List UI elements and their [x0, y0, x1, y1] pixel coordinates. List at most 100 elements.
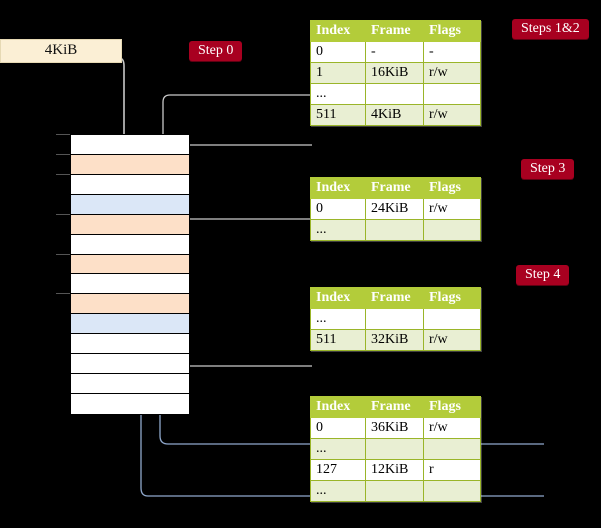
- cell-index: ...: [310, 83, 366, 105]
- cell-index: ...: [310, 308, 366, 330]
- table-row: ...: [310, 83, 481, 105]
- badge-steps-1-2: Steps 1&2: [512, 19, 589, 39]
- cell-flags: r: [423, 459, 481, 481]
- col-header-flags: Flags: [423, 287, 481, 309]
- cell-flags: [423, 219, 481, 241]
- virtual-page-label: 4KiB: [44, 42, 78, 58]
- cell-frame: [365, 308, 424, 330]
- cell-index: 127: [310, 459, 366, 481]
- cell-flags: r/w: [423, 417, 481, 439]
- cell-frame: [365, 83, 424, 105]
- badge-step-4: Step 4: [516, 265, 570, 285]
- cell-flags: r/w: [423, 329, 481, 351]
- cell-frame: -: [365, 41, 424, 63]
- memory-cell: [71, 214, 189, 235]
- cell-frame: 24KiB: [365, 198, 424, 220]
- memory-cell: [71, 254, 189, 275]
- col-header-index: Index: [310, 20, 366, 42]
- cell-frame: 12KiB: [365, 459, 424, 481]
- cell-index: 0: [310, 198, 366, 220]
- physical-memory-column: [70, 134, 190, 415]
- cell-frame: 36KiB: [365, 417, 424, 439]
- wire-l2-to-memory: [182, 218, 312, 250]
- col-header-flags: Flags: [423, 177, 481, 199]
- memory-tick: [56, 213, 70, 215]
- table-header-row: Index Frame Flags: [310, 177, 481, 199]
- memory-cell: [71, 234, 189, 255]
- col-header-index: Index: [310, 287, 366, 309]
- memory-cell: [71, 294, 189, 315]
- cell-index: 511: [310, 329, 366, 351]
- memory-tick: [56, 153, 70, 155]
- memory-cell: [71, 314, 189, 335]
- col-header-index: Index: [310, 396, 366, 418]
- badge-step-3-label: Step 3: [530, 161, 566, 176]
- cell-index: 511: [310, 104, 366, 126]
- table-header-row: Index Frame Flags: [310, 396, 481, 418]
- cell-index: ...: [310, 219, 366, 241]
- cell-index: ...: [310, 480, 366, 502]
- badge-step-0: Step 0: [189, 41, 243, 61]
- memory-cell: [71, 354, 189, 375]
- cell-frame: 16KiB: [365, 62, 424, 84]
- table-header-row: Index Frame Flags: [310, 20, 481, 42]
- memory-cell: [71, 174, 189, 195]
- table-row: ...: [310, 308, 481, 330]
- cell-frame: 4KiB: [365, 104, 424, 126]
- table-header-row: Index Frame Flags: [310, 287, 481, 309]
- badge-step-3: Step 3: [521, 159, 575, 179]
- memory-cell: [71, 374, 189, 394]
- cell-flags: r/w: [423, 62, 481, 84]
- memory-tick: [56, 253, 70, 255]
- memory-tick: [56, 173, 70, 175]
- cell-flags: r/w: [423, 198, 481, 220]
- memory-cell: [71, 393, 189, 414]
- col-header-flags: Flags: [423, 20, 481, 42]
- badge-steps-1-2-label: Steps 1&2: [521, 21, 580, 36]
- badge-step-4-label: Step 4: [525, 267, 561, 282]
- cell-index: 0: [310, 41, 366, 63]
- col-header-frame: Frame: [365, 20, 424, 42]
- cell-index: 0: [310, 417, 366, 439]
- virtual-page-box: 4KiB: [0, 39, 122, 63]
- cell-frame: [365, 480, 424, 502]
- col-header-flags: Flags: [423, 396, 481, 418]
- cell-frame: [365, 219, 424, 241]
- memory-tick: [56, 134, 70, 135]
- table-row: ...: [310, 219, 481, 241]
- col-header-frame: Frame: [365, 287, 424, 309]
- memory-cell: [71, 154, 189, 175]
- cell-index: ...: [310, 438, 366, 460]
- memory-tick: [56, 293, 70, 295]
- cell-flags: [423, 480, 481, 502]
- memory-cell: [71, 194, 189, 215]
- badge-step-0-label: Step 0: [198, 43, 234, 58]
- cell-index: 1: [310, 62, 366, 84]
- cell-frame: 32KiB: [365, 329, 424, 351]
- col-header-frame: Frame: [365, 177, 424, 199]
- table-row: 0--: [310, 41, 481, 63]
- table-row: ...: [310, 438, 481, 460]
- cell-flags: -: [423, 41, 481, 63]
- col-header-frame: Frame: [365, 396, 424, 418]
- memory-cell: [71, 274, 189, 295]
- cell-flags: [423, 438, 481, 460]
- memory-cell: [71, 334, 189, 355]
- cell-frame: [365, 438, 424, 460]
- table-row: ...: [310, 480, 481, 502]
- cell-flags: [423, 308, 481, 330]
- cell-flags: r/w: [423, 104, 481, 126]
